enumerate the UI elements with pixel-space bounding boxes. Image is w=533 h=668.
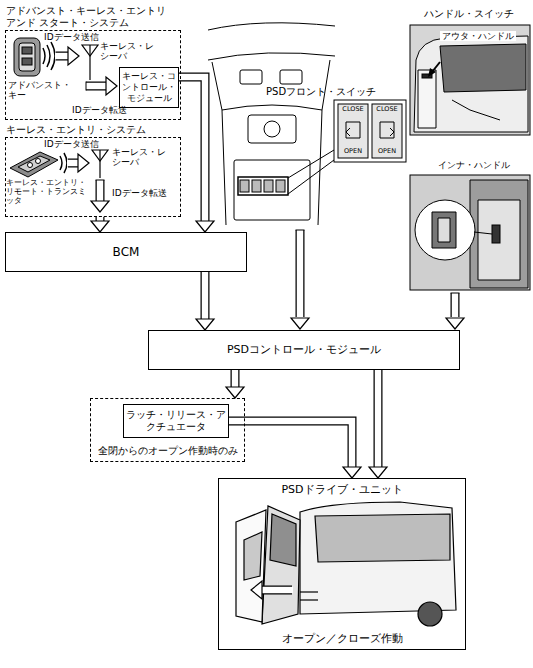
connector-outline bbox=[374, 370, 383, 468]
switch-label: CLOSE bbox=[372, 106, 402, 113]
part-label: アウタ・ハンドル bbox=[440, 31, 516, 41]
hollow-arrow-connector bbox=[179, 77, 214, 232]
hollow-arrow-connector bbox=[91, 217, 109, 232]
arrow-head bbox=[196, 319, 214, 330]
arrow-head bbox=[226, 387, 244, 398]
inner-handle-photo bbox=[410, 175, 530, 290]
connector-fill bbox=[232, 370, 239, 388]
part-label: インナ・ハンドル bbox=[438, 160, 510, 170]
block-box: BCM bbox=[5, 232, 247, 272]
arrow-head bbox=[91, 221, 109, 232]
outer-handle-photo bbox=[410, 25, 530, 135]
antenna-symbol bbox=[92, 150, 108, 178]
part-label: キーレス・レシーバ bbox=[100, 41, 158, 62]
part-label: IDデータ転送 bbox=[112, 188, 167, 198]
arrow-head bbox=[196, 221, 214, 232]
dashed-group-box: 全閉からのオープン作動時のみ ラッチ・リリース・アクチュエータ bbox=[90, 398, 245, 462]
advanced-key bbox=[14, 38, 40, 76]
hollow-arrow bbox=[91, 179, 109, 212]
hollow-arrow-connector bbox=[196, 272, 214, 330]
connector-fill bbox=[202, 272, 209, 320]
hollow-arrow bbox=[67, 154, 89, 172]
block-box: キーレス・コントロール・モジュール bbox=[119, 67, 179, 108]
part-label: キーレス・レシーバ bbox=[112, 147, 170, 168]
arrow-head bbox=[343, 467, 361, 478]
switch-label: OPEN bbox=[338, 148, 368, 155]
van-sliding-door bbox=[236, 502, 456, 626]
part-label: PSDフロント・スイッチ bbox=[266, 86, 376, 98]
hollow-arrow-connector bbox=[226, 370, 244, 398]
part-label: キーレス・エントリ・リモート・トランスミッタ bbox=[6, 178, 90, 206]
box-label: PSDコントロール・モジュール bbox=[227, 343, 381, 356]
hollow-arrow bbox=[446, 292, 464, 329]
switch-inset bbox=[334, 100, 406, 162]
hollow-arrow-connector bbox=[229, 421, 361, 478]
part-label: アドバンスト・キー bbox=[8, 80, 76, 101]
box-label: PSDドライブ・ユニット bbox=[219, 483, 465, 496]
antenna-symbol bbox=[82, 45, 98, 80]
remote-transmitter bbox=[10, 152, 58, 177]
hollow-arrow bbox=[428, 62, 440, 77]
hollow-arrow bbox=[55, 47, 79, 65]
connector-outline bbox=[229, 421, 352, 468]
hollow-arrow-connector bbox=[369, 370, 387, 478]
connector-fill bbox=[179, 77, 205, 222]
radio-waves bbox=[43, 42, 55, 70]
block-box: PSDコントロール・モジュール bbox=[148, 330, 460, 370]
block-box: PSDドライブ・ユニットオープン／クローズ作動 bbox=[218, 478, 466, 650]
connector-outline bbox=[201, 272, 210, 320]
box-label: BCM bbox=[113, 245, 140, 259]
hollow-arrow bbox=[291, 229, 309, 329]
box-label: アドバンスト・キーレス・エントリ アンド スタート・システム bbox=[6, 5, 178, 28]
part-label: IDデータ送信 bbox=[44, 139, 99, 149]
part-label: IDデータ転送 bbox=[72, 105, 127, 115]
dashboard-drawing bbox=[208, 23, 335, 225]
switch-label: CLOSE bbox=[338, 106, 368, 113]
box-label: キーレス・コントロール・モジュール bbox=[122, 71, 176, 103]
switch-label: OPEN bbox=[372, 148, 402, 155]
box-caption: オープン／クローズ作動 bbox=[219, 632, 465, 645]
block-box: ラッチ・リリース・アクチュエータ bbox=[123, 404, 229, 438]
box-label: キーレス・エントリ・システム bbox=[6, 124, 178, 136]
part-label: ハンドル・スイッチ bbox=[424, 8, 514, 20]
box-label: ラッチ・リリース・アクチュエータ bbox=[126, 409, 226, 433]
radio-waves bbox=[60, 153, 67, 173]
hollow-arrow bbox=[85, 77, 117, 95]
arrow-head bbox=[369, 467, 387, 478]
connector-outline bbox=[179, 77, 205, 222]
box-label: 全閉からのオープン作動時のみ bbox=[91, 445, 244, 457]
connector-fill bbox=[229, 421, 352, 468]
part-label: IDデータ送信 bbox=[44, 32, 99, 42]
hollow-arrow bbox=[251, 581, 293, 599]
connector-outline bbox=[231, 370, 240, 388]
connector-fill bbox=[375, 370, 382, 468]
